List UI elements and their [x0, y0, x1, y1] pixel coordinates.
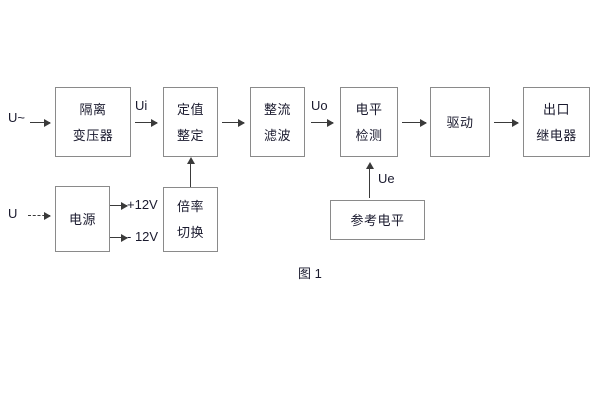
- block-rectify-filter: 整流 滤波: [250, 87, 305, 157]
- block-isolation-transformer-line-2: 变压器: [72, 127, 114, 143]
- block-rectify-filter-line-1: 整流: [263, 101, 291, 117]
- block-level-detect: 电平 检测: [340, 87, 398, 157]
- arrow-isolation-transformer-to-setpoint-adjust: [135, 118, 158, 127]
- block-multiplier-switch: 倍率 切换: [163, 187, 218, 252]
- signal-label-uo: Uo: [311, 98, 328, 113]
- arrow-setpoint-adjust-to-rectify-filter: [222, 118, 245, 127]
- block-reference-level: 参考电平: [330, 200, 425, 240]
- block-setpoint-adjust-line-1: 定值: [176, 101, 204, 117]
- block-multiplier-switch-line-1: 倍率: [176, 199, 204, 214]
- signal-label-ue: Ue: [378, 171, 395, 186]
- rail-label-negative: - 12V: [127, 229, 159, 244]
- block-output-relay-line-1: 出口: [542, 101, 570, 117]
- block-level-detect-line-1: 电平: [355, 101, 383, 117]
- arrow-dc-input-to-power-supply: [28, 212, 51, 220]
- figure-caption: 图 1: [298, 266, 322, 281]
- block-drive-line-1: 驱动: [446, 114, 474, 130]
- block-output-relay: 出口 继电器: [523, 87, 590, 157]
- arrow-power-supply-rail-negative: [110, 233, 128, 242]
- rail-label-positive: +12V: [127, 197, 158, 212]
- block-isolation-transformer-line-1: 隔离: [79, 101, 107, 117]
- block-isolation-transformer: 隔离 变压器: [55, 87, 131, 157]
- input-label-dc: U: [8, 206, 18, 221]
- arrow-drive-to-output-relay: [494, 118, 519, 127]
- block-setpoint-adjust-line-2: 整定: [176, 127, 204, 143]
- block-drive: 驱动: [430, 87, 490, 157]
- arrow-multiplier-switch-to-setpoint-adjust: [186, 157, 195, 187]
- block-power-supply-line-1: 电源: [68, 211, 96, 227]
- block-reference-level-line-1: 参考电平: [350, 212, 405, 228]
- arrow-level-detect-to-drive: [402, 118, 427, 127]
- block-level-detect-line-2: 检测: [355, 127, 383, 143]
- block-multiplier-switch-line-2: 切换: [176, 225, 204, 240]
- signal-label-ui: Ui: [135, 98, 148, 113]
- arrow-rectify-filter-to-level-detect: [311, 118, 334, 127]
- block-power-supply: 电源: [55, 186, 110, 252]
- arrow-reference-level-to-level-detect: [365, 162, 374, 198]
- block-rectify-filter-line-2: 滤波: [263, 127, 291, 143]
- block-setpoint-adjust: 定值 整定: [163, 87, 218, 157]
- block-output-relay-line-2: 继电器: [536, 127, 577, 143]
- arrow-power-supply-rail-positive: [110, 201, 128, 210]
- arrow-ac-input-to-isolation-transformer: [30, 118, 51, 127]
- input-label-ac: U~: [8, 110, 25, 125]
